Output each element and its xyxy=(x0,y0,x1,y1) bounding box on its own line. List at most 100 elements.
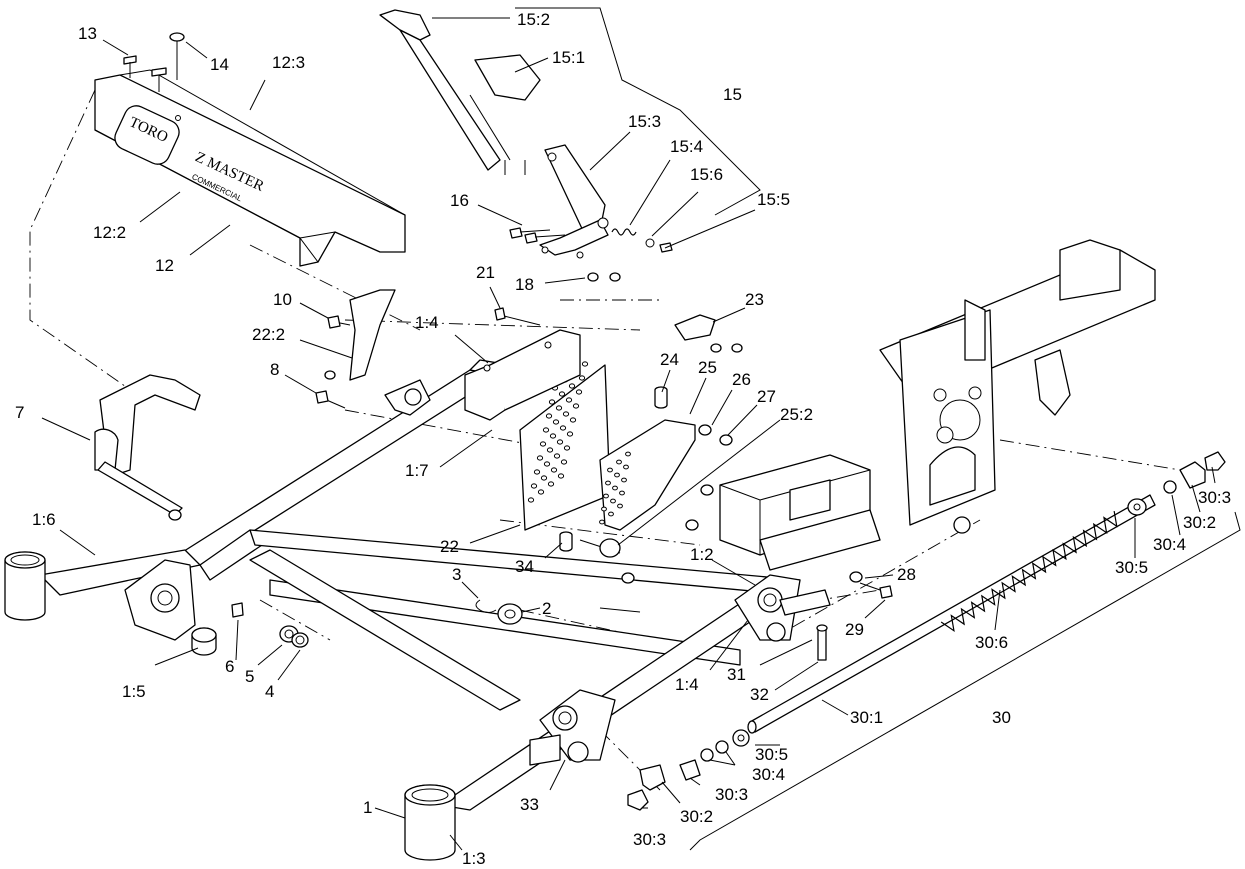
guide-22-2 xyxy=(349,289,396,381)
plate-hole xyxy=(612,485,618,491)
plate-hole xyxy=(539,441,547,447)
cover-screws xyxy=(123,32,185,92)
callout-21: 21 xyxy=(476,263,495,282)
callout-1-4-bottom: 1:4 xyxy=(675,675,699,694)
callout-1: 1 xyxy=(363,798,372,817)
callout-15: 15 xyxy=(723,85,742,104)
callout-30-3-bottom: 30:3 xyxy=(633,830,666,849)
plate-hole xyxy=(543,461,551,467)
plate-hole xyxy=(581,361,589,367)
callout-15-3: 15:3 xyxy=(628,112,661,131)
callout-25-2: 25:2 xyxy=(780,405,813,424)
plate-hole xyxy=(530,483,538,489)
plate-hole xyxy=(540,475,548,481)
plate-hole xyxy=(617,503,623,509)
plate-hole xyxy=(565,397,573,403)
plate-hole xyxy=(527,497,535,503)
plate-hole xyxy=(560,459,568,465)
callout-3: 3 xyxy=(452,565,461,584)
callout-1-2: 1:2 xyxy=(690,545,714,564)
callout-33: 33 xyxy=(520,795,539,814)
plate-hole xyxy=(572,403,580,409)
small-hardware xyxy=(315,307,893,661)
plate-hole xyxy=(614,472,620,478)
callout-15-4: 15:4 xyxy=(670,137,703,156)
plate-hole xyxy=(621,477,627,483)
plate-hole xyxy=(607,467,613,473)
plate-hole xyxy=(550,467,558,473)
plate-hole xyxy=(619,490,625,496)
callout-4: 4 xyxy=(265,682,274,701)
plate-hole xyxy=(549,433,557,439)
callout-30-2-left: 30:2 xyxy=(680,807,713,826)
plate-hole xyxy=(566,431,574,437)
plate-hole xyxy=(578,375,586,381)
plate-hole xyxy=(616,459,622,465)
callout-23: 23 xyxy=(745,290,764,309)
callout-30-6: 30:6 xyxy=(975,633,1008,652)
callout-labels: 13 14 12:3 12:2 1 2 15:2 15:1 15 15:3 15:… xyxy=(15,10,1231,868)
callout-30-4-left: 30:4 xyxy=(752,765,785,784)
callout-30-5-right: 30:5 xyxy=(1115,558,1148,577)
plate-hole xyxy=(608,511,614,517)
callout-30: 30 xyxy=(992,708,1011,727)
control-lever-7 xyxy=(94,374,201,521)
plate-hole xyxy=(557,473,565,479)
plate-hole xyxy=(555,405,563,411)
plate-hole xyxy=(533,469,541,475)
callout-7: 7 xyxy=(15,403,24,422)
toro-logo-badge xyxy=(114,105,180,165)
plate-hole xyxy=(547,481,555,487)
callout-15-5: 15:5 xyxy=(757,190,790,209)
callout-34: 34 xyxy=(515,557,534,576)
callout-22: 22 xyxy=(440,537,459,556)
callout-15-1: 15:1 xyxy=(552,48,585,67)
callout-26: 26 xyxy=(732,370,751,389)
callout-32: 32 xyxy=(750,685,769,704)
callout-16: 16 xyxy=(450,191,469,210)
callout-30-1: 30:1 xyxy=(850,708,883,727)
callout-12-3: 12:3 xyxy=(272,53,305,72)
callout-1-5: 1:5 xyxy=(122,682,146,701)
plate-hole xyxy=(563,445,571,451)
leader-lines xyxy=(41,7,1241,851)
callout-30-4-right: 30:4 xyxy=(1153,535,1186,554)
callout-25: 25 xyxy=(698,358,717,377)
callout-15-6: 15:6 xyxy=(690,165,723,184)
guide-plate-25 xyxy=(599,419,696,531)
plate-hole xyxy=(625,451,631,457)
plate-hole xyxy=(599,519,605,525)
guide-plate-22 xyxy=(519,361,611,531)
spring-rod-assembly xyxy=(627,451,1226,811)
callout-14: 14 xyxy=(210,55,229,74)
callout-29: 29 xyxy=(845,620,864,639)
pedal-bolts xyxy=(509,227,621,282)
plate-hole xyxy=(545,413,553,419)
plate-hole xyxy=(605,480,611,486)
rear-frame xyxy=(719,239,1156,571)
mount-bracket-top xyxy=(384,329,581,421)
callout-8: 8 xyxy=(270,360,279,379)
callout-18: 18 xyxy=(515,275,534,294)
callout-27: 27 xyxy=(757,387,776,406)
callout-12-2: 12:2 xyxy=(93,223,126,242)
plate-hole xyxy=(575,389,583,395)
plate-hole xyxy=(546,447,554,453)
callout-28: 28 xyxy=(897,565,916,584)
plate-hole xyxy=(556,439,564,445)
callout-30-2-right: 30:2 xyxy=(1183,513,1216,532)
callout-13: 13 xyxy=(78,24,97,43)
plate-hole xyxy=(537,489,545,495)
callout-1-6: 1:6 xyxy=(32,510,56,529)
plate-hole xyxy=(558,391,566,397)
plate-hole xyxy=(603,493,609,499)
callout-24: 24 xyxy=(660,350,679,369)
callout-30-5-left: 30:5 xyxy=(755,745,788,764)
plate-hole xyxy=(548,399,556,405)
callout-30-3-right: 30:3 xyxy=(1198,488,1231,507)
callout-15-2: 15:2 xyxy=(517,10,550,29)
callout-2: 2 xyxy=(542,599,551,618)
callout-10: 10 xyxy=(273,290,292,309)
plate-hole xyxy=(553,453,561,459)
